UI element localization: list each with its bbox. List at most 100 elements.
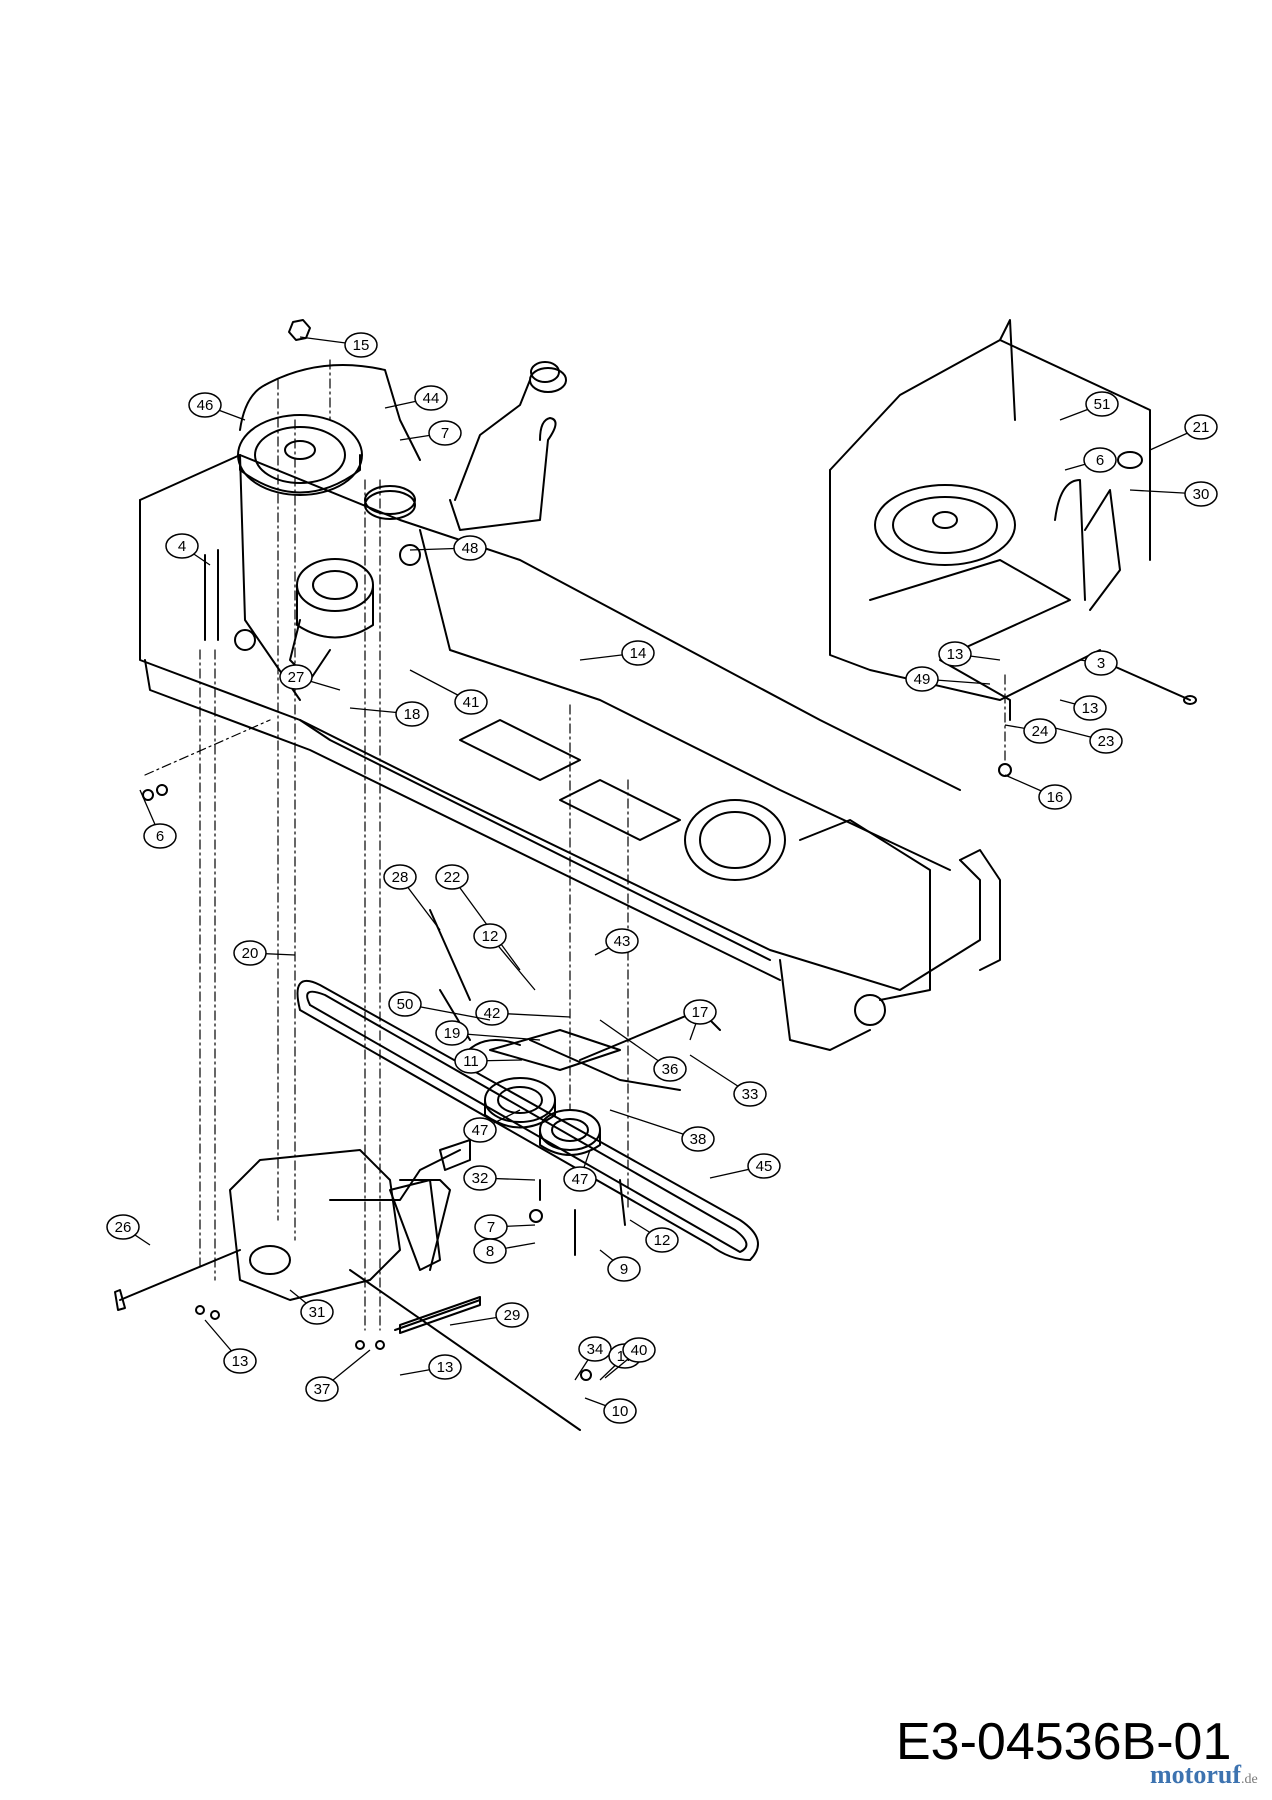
callout-ring xyxy=(143,823,177,849)
callout-ring xyxy=(233,940,267,966)
callout-number: 13 xyxy=(232,1353,249,1370)
callout-number: 6 xyxy=(156,828,164,845)
callout-number: 13 xyxy=(437,1359,454,1376)
callout-number: 11 xyxy=(463,1053,479,1070)
callout-ring xyxy=(454,1048,488,1074)
callout-number: 49 xyxy=(914,671,931,688)
engine-pulley-assembly xyxy=(234,364,567,681)
callout-ring xyxy=(605,928,639,954)
callout-ring xyxy=(454,689,488,715)
callout-number: 10 xyxy=(612,1403,629,1420)
callout-number: 16 xyxy=(1047,789,1064,806)
callout-ring xyxy=(683,999,717,1025)
callout-number: 12 xyxy=(654,1232,671,1249)
callout-ring xyxy=(747,1153,781,1179)
callout-ring xyxy=(1184,414,1218,440)
callout-number: 28 xyxy=(392,869,409,886)
callout-ring xyxy=(1089,728,1123,754)
callout-ring xyxy=(603,1398,637,1424)
callout-leader xyxy=(451,876,521,971)
callout-number: 22 xyxy=(444,869,461,886)
callout-number: 6 xyxy=(1096,452,1104,469)
callout-number: 7 xyxy=(487,1219,495,1236)
callout-number: 47 xyxy=(572,1171,589,1188)
callout-number: 46 xyxy=(197,397,214,414)
linkage-rods xyxy=(349,909,721,1431)
watermark-tld: .de xyxy=(1240,1772,1258,1787)
callout-ring xyxy=(645,1227,679,1253)
diagram-code: E3-04536B-01 xyxy=(896,1713,1232,1771)
callout-number: 50 xyxy=(397,996,414,1013)
reference-lines xyxy=(144,359,1006,1331)
callout-number: 13 xyxy=(1082,700,1099,717)
callout-ring xyxy=(473,923,507,949)
callout-number: 40 xyxy=(631,1342,648,1359)
callout-ring xyxy=(1073,695,1107,721)
inset-detail xyxy=(829,319,1197,721)
callout-ring xyxy=(428,1354,462,1380)
callout-number: 42 xyxy=(484,1005,501,1022)
callout-number: 7 xyxy=(441,425,449,442)
callout-ring xyxy=(938,641,972,667)
callout-ring xyxy=(305,1376,339,1402)
callout-ring xyxy=(495,1302,529,1328)
callout-ring xyxy=(607,1256,641,1282)
transaxle xyxy=(114,1139,471,1311)
callout-number: 24 xyxy=(1032,723,1049,740)
callout-ring xyxy=(681,1126,715,1152)
callout-number: 17 xyxy=(692,1004,709,1021)
callout-number: 3 xyxy=(1097,655,1105,672)
callout-number: 31 xyxy=(309,1304,326,1321)
callout-ring xyxy=(463,1117,497,1143)
callout-ring xyxy=(279,664,313,690)
callout-ring xyxy=(383,864,417,890)
callout-number: 18 xyxy=(404,706,421,723)
callout-number: 37 xyxy=(314,1381,331,1398)
callout-number: 41 xyxy=(463,694,480,711)
callout-ring xyxy=(1023,718,1057,744)
callout-ring xyxy=(905,666,939,692)
callout-number: 43 xyxy=(614,933,631,950)
callout-number: 38 xyxy=(690,1131,707,1148)
callout-ring xyxy=(165,533,199,559)
callout-ring xyxy=(453,535,487,561)
callout-number: 21 xyxy=(1193,419,1210,436)
callout-ring xyxy=(1085,391,1119,417)
callout-number: 45 xyxy=(756,1158,773,1175)
callout-ring xyxy=(1084,650,1118,676)
callout-number: 8 xyxy=(486,1243,494,1260)
callout-ring xyxy=(428,420,462,446)
callout-ring xyxy=(733,1081,767,1107)
callout-ring xyxy=(435,1020,469,1046)
callout-number: 27 xyxy=(288,669,305,686)
callout-ring xyxy=(414,385,448,411)
callout-number: 29 xyxy=(504,1307,521,1324)
callout-number: 9 xyxy=(620,1261,628,1278)
callout-ring xyxy=(1184,481,1218,507)
callout-layer: 1544467484271841146512163013349132423162… xyxy=(106,332,1218,1424)
callout-number: 13 xyxy=(947,646,964,663)
callout-number: 48 xyxy=(462,540,479,557)
idler-pulleys xyxy=(439,989,681,1156)
callout-number: 23 xyxy=(1098,733,1115,750)
drive-belts xyxy=(296,979,759,1261)
callout-ring xyxy=(388,991,422,1017)
watermark-brand: motoruf xyxy=(1150,1760,1241,1789)
callout-ring xyxy=(563,1166,597,1192)
callout-ring xyxy=(1083,447,1117,473)
callout-ring xyxy=(435,864,469,890)
shift-lever xyxy=(454,361,560,501)
callout-number: 51 xyxy=(1094,396,1111,413)
callout-ring xyxy=(223,1348,257,1374)
callout-number: 44 xyxy=(423,390,440,407)
callout-ring xyxy=(621,640,655,666)
callout-number: 33 xyxy=(742,1086,759,1103)
watermark-logo: motoruf.de xyxy=(1150,1760,1258,1790)
callout-number: 15 xyxy=(353,337,370,354)
callout-number: 47 xyxy=(472,1122,489,1139)
fasteners xyxy=(142,319,1012,1381)
callout-number: 19 xyxy=(444,1025,461,1042)
callout-number: 12 xyxy=(482,928,499,945)
callout-ring xyxy=(188,392,222,418)
